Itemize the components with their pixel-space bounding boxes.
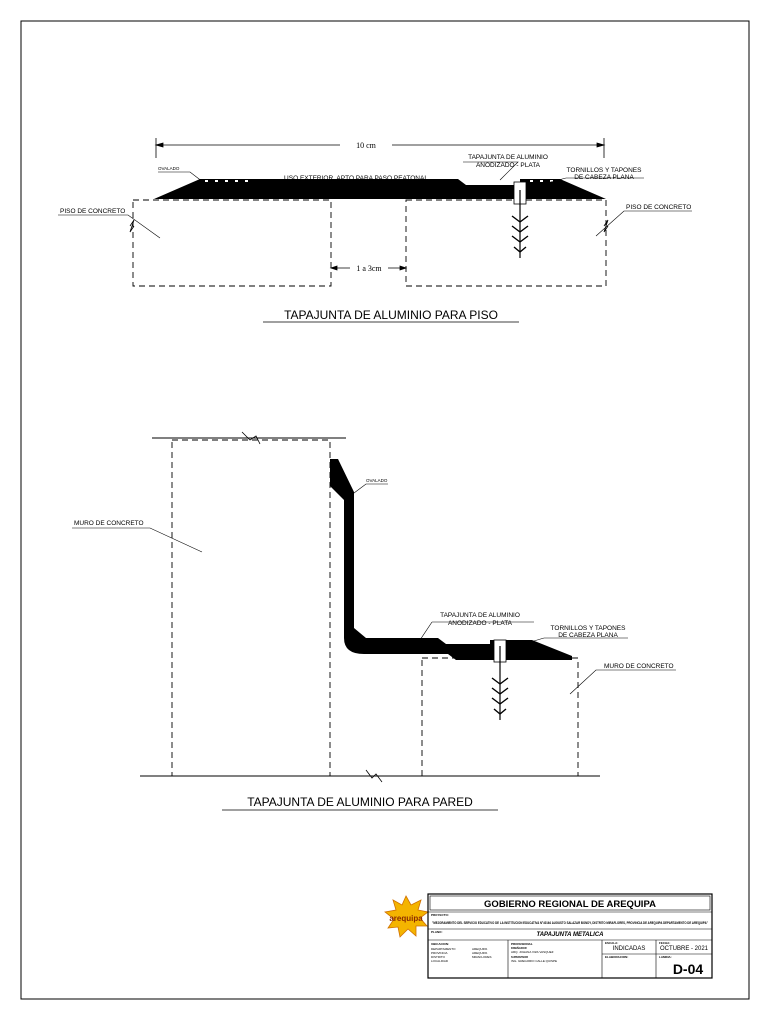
- wall-screw-anchor: [491, 639, 509, 720]
- floor-ovalado-label: OVALADO: [158, 166, 180, 171]
- width-dimension: [154, 138, 606, 158]
- floor-piso-label-left: PISO DE CONCRETO: [60, 208, 125, 215]
- professional-label: PROFESIONAL: [511, 942, 533, 946]
- width-dimension-text: 10 cm: [356, 141, 377, 150]
- designer-name: ARQ. JOHANA VIZA VASQUEZ: [511, 950, 554, 954]
- date-label: FECHA:: [659, 941, 670, 945]
- wall-tornillos-label-1: TORNILLOS Y TAPONES: [551, 625, 627, 632]
- logo-text: arequipa: [389, 914, 423, 923]
- wall-muro-label-left: MURO DE CONCRETO: [74, 520, 144, 527]
- floor-tapajunta-label-1: TAPAJUNTA DE ALUMINIO: [468, 154, 548, 161]
- drawn-label: ELABORACION:: [605, 955, 628, 959]
- floor-slab-right: [405, 199, 607, 287]
- plan-label: PLANO:: [431, 930, 443, 934]
- project-text: "MEJORAMIENTO DEL SERVICIO EDUCATIVO DE …: [432, 921, 708, 925]
- location-value-1: AREQUIPA: [472, 951, 487, 955]
- supervisor-label: SUPERVISOR: [511, 955, 528, 959]
- wall-tapajunta-label-2: ANODIZADO - PLATA: [448, 620, 513, 627]
- wall-tornillos-label-2: DE CABEZA PLANA: [558, 632, 618, 639]
- wall-muro-label-right: MURO DE CONCRETO: [604, 663, 674, 670]
- floor-detail-title: TAPAJUNTA DE ALUMINIO PARA PISO: [284, 308, 498, 322]
- scale-label: ESCALA:: [605, 941, 618, 945]
- sheet-label: LAMINA:: [659, 955, 672, 959]
- break-mark-left: [129, 219, 135, 233]
- gap-dimension: [329, 265, 408, 271]
- floor-use-label: USO EXTERIOR, APTO PARA PASO PEATONAL: [284, 175, 428, 182]
- floor-detail: 10 cm 1 a 3cm: [58, 138, 692, 323]
- wall-detail: MURO DE CONCRETO OVALADO TAPAJUNTA DE AL…: [72, 431, 676, 811]
- designer-label: DISEÑADOR: [511, 945, 527, 950]
- floor-tapajunta-label-2: ANODIZADO - PLATA: [476, 162, 541, 169]
- location-key-3: LOCALIDAD: [431, 959, 449, 963]
- plan-text: TAPAJUNTA METALICA: [537, 932, 604, 938]
- break-mark-right: [603, 219, 609, 233]
- location-label: UBICACION:: [431, 942, 449, 946]
- location-key-2: DISTRITO: [431, 955, 446, 959]
- wall-tapajunta-label-1: TAPAJUNTA DE ALUMINIO: [440, 612, 520, 619]
- floor-screw-anchor: [511, 181, 529, 258]
- floor-tornillos-label-2: DE CABEZA PLANA: [574, 174, 634, 181]
- floor-tornillos-label-1: TORNILLOS Y TAPONES: [567, 167, 643, 174]
- location-key-1: PROVINCIA: [431, 951, 448, 955]
- wall-detail-title: TAPAJUNTA DE ALUMINIO PARA PARED: [247, 795, 473, 809]
- supervisor-name: ING. GREGORIO CALLE QUISPE: [511, 959, 557, 963]
- location-value-2: MIRAFLORES: [472, 955, 492, 959]
- floor-piso-label-right: PISO DE CONCRETO: [626, 204, 691, 211]
- floor-aluminum-profile: [154, 179, 606, 199]
- sheet-number: D-04: [673, 961, 704, 977]
- title-org: GOBIERNO REGIONAL DE AREQUIPA: [484, 899, 656, 910]
- gap-dimension-text: 1 a 3cm: [356, 264, 382, 273]
- wall-concrete: [171, 439, 331, 777]
- wall-break-mark-bottom: [365, 769, 383, 783]
- title-block: arequipa GOBIERNO REGIONAL DE AREQUIPA P…: [384, 893, 713, 979]
- sheet-border: [20, 20, 750, 1000]
- wall-aluminum-profile: [330, 459, 572, 660]
- wall-ovalado-label: OVALADO: [366, 478, 388, 483]
- arequipa-logo: arequipa: [384, 895, 429, 938]
- date-value: OCTUBRE - 2021: [660, 946, 709, 952]
- location-key-0: DEPARTAMENTO: [431, 947, 456, 951]
- scale-value: INDICADAS: [613, 946, 646, 952]
- location-value-0: AREQUIPA: [472, 947, 487, 951]
- project-label: PROYECTO:: [431, 913, 449, 917]
- floor-slab-left: [132, 199, 332, 287]
